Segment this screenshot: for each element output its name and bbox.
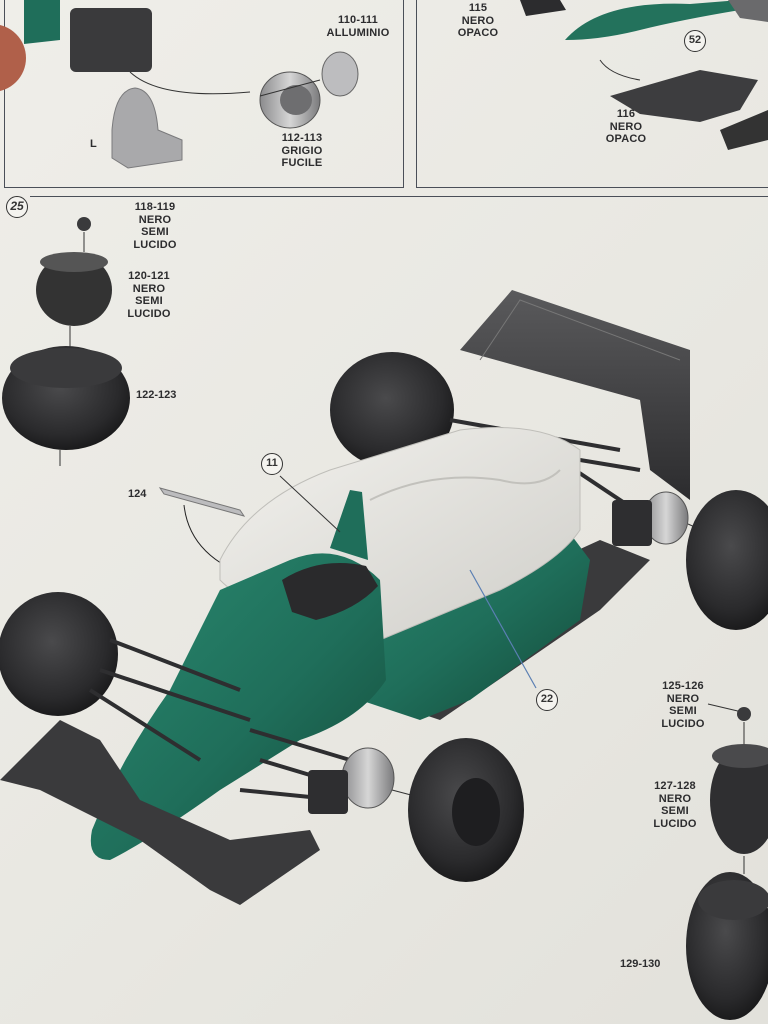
front-wing [0, 720, 320, 905]
rim-top [712, 744, 768, 768]
side-letter-label: L [90, 138, 97, 150]
front-wheel-stack-art [686, 703, 768, 1020]
front-right-rim [452, 778, 500, 846]
green-body-fragment [565, 0, 740, 40]
race-car-art [0, 290, 768, 905]
top-left-parts [0, 0, 359, 169]
wing-edge [479, 299, 681, 361]
tyre-top [10, 348, 122, 388]
callout-leader-22 [469, 569, 537, 689]
floor-part [610, 70, 758, 122]
round-object [0, 24, 26, 92]
rear-right-upright [612, 500, 652, 546]
front-right-upright [308, 770, 348, 814]
part-label-120-121: 120-121 NERO SEMI LUCIDO [127, 270, 171, 320]
leader-line [129, 71, 251, 95]
callout-52: 52 [684, 30, 706, 52]
step-number-badge: 25 [6, 196, 28, 218]
callout-22: 22 [536, 689, 558, 711]
part-label-127-128: 127-128 NERO SEMI LUCIDO [653, 780, 697, 830]
rear-wheel-stack-art [2, 217, 130, 466]
tyre-top [698, 880, 768, 920]
front-suspension-left [88, 638, 251, 762]
part-label-110-111: 110-111 ALLUMINIO [326, 14, 390, 39]
top-right-parts [520, 0, 768, 150]
windscreen-art [158, 487, 246, 517]
nut-part [321, 51, 359, 97]
cockpit-opening [282, 563, 378, 620]
rim-top [40, 252, 108, 272]
front-left-wheel [0, 592, 118, 716]
leader-line [707, 703, 743, 713]
rim-art [710, 746, 768, 854]
grey-fragment [728, 0, 768, 22]
leader-line [599, 59, 641, 81]
roll-hoop [330, 490, 368, 560]
callout-leader-11 [279, 475, 341, 533]
part-label-124: 124 [128, 488, 147, 500]
top-right-panel [416, 0, 768, 188]
nut-art [77, 217, 91, 231]
leader-line [259, 79, 321, 97]
dark-part [520, 0, 566, 16]
top-left-panel [4, 0, 404, 188]
step-divider-line [30, 196, 768, 197]
nose-monocoque [90, 553, 387, 860]
rear-left-wheel [330, 352, 454, 468]
part-label-122-123: 122-123 [136, 389, 177, 401]
seat-part [111, 87, 183, 169]
part-label-112-113: 112-113 GRIGIO FUCILE [281, 132, 323, 169]
part-label-129-130: 129-130 [620, 958, 661, 970]
rim-art [36, 254, 112, 326]
part-label-115: 115 NERO OPACO [457, 2, 499, 39]
callout-11: 11 [261, 453, 283, 475]
nut-art [737, 707, 751, 721]
part-label-118-119: 118-119 NERO SEMI LUCIDO [133, 201, 177, 251]
part-label-125-126: 125-126 NERO SEMI LUCIDO [661, 680, 705, 730]
cover-detail [369, 469, 561, 501]
dark-bracket [70, 8, 152, 72]
dark-part-right [720, 110, 768, 150]
green-body-fragment [24, 0, 60, 44]
part-label-116: 116 NERO OPACO [605, 108, 647, 145]
front-right-hub [341, 747, 395, 809]
rear-right-wheel [686, 490, 768, 630]
hub-bore [280, 85, 312, 115]
